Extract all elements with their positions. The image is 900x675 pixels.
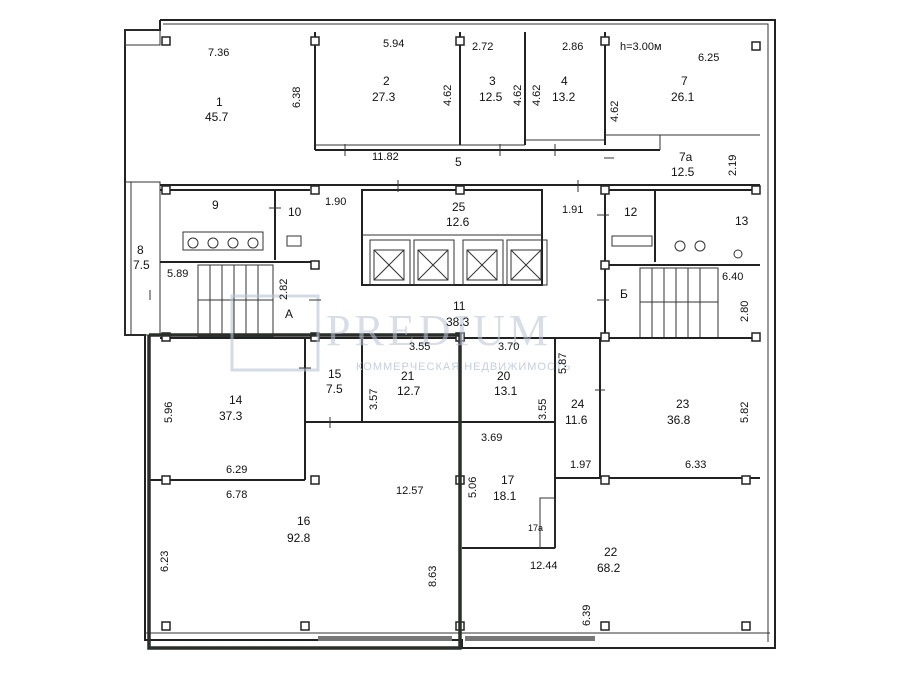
room-22-area: 68.2 bbox=[597, 561, 621, 575]
room-20-number: 20 bbox=[497, 369, 511, 383]
watermark: PREDIUM КОММЕРЧЕСКАЯ НЕДВИЖИМОСТЬ bbox=[230, 294, 571, 373]
room-2-number: 2 bbox=[383, 74, 390, 88]
dim-label: 6.40 bbox=[722, 271, 743, 283]
room-1-number: 1 bbox=[216, 95, 223, 109]
room-17-area: 18.1 bbox=[493, 489, 517, 503]
room-10-number: 10 bbox=[288, 205, 302, 219]
room-9-number: 9 bbox=[212, 198, 219, 212]
dim-label: 11.82 bbox=[372, 151, 399, 163]
dim-label: 1.90 bbox=[325, 196, 346, 208]
stair-a-label: А bbox=[285, 307, 293, 321]
room-23-number: 23 bbox=[676, 397, 690, 411]
dim-label: 4.62 bbox=[609, 101, 621, 122]
room-7a-area: 12.5 bbox=[671, 165, 695, 179]
room-13-number: 13 bbox=[735, 214, 749, 228]
dim-label: 5.06 bbox=[467, 477, 479, 498]
stair-b-label: Б bbox=[620, 287, 628, 301]
watermark-tagline: КОММЕРЧЕСКАЯ НЕДВИЖИМОСТЬ bbox=[356, 361, 571, 373]
room-4-area: 13.2 bbox=[552, 90, 576, 104]
dim-label: 1.91 bbox=[562, 204, 583, 216]
dim-label: 6.23 bbox=[159, 551, 171, 572]
dim-label: 6.25 bbox=[698, 52, 719, 64]
room-7-number: 7 bbox=[681, 74, 688, 88]
room-25-area: 12.6 bbox=[446, 215, 470, 229]
dim-label: 4.62 bbox=[512, 85, 524, 106]
room-8-area: 7.5 bbox=[133, 258, 150, 272]
dim-label: 12.44 bbox=[530, 560, 558, 572]
floor-height-label: h=3.00м bbox=[620, 41, 662, 53]
room-24-area: 11.6 bbox=[565, 413, 588, 427]
dim-label: 3.70 bbox=[498, 341, 519, 353]
dim-label: 3.69 bbox=[481, 432, 502, 444]
dim-label: 2.72 bbox=[472, 41, 493, 53]
room-12-number: 12 bbox=[624, 205, 638, 219]
dim-label: 5.89 bbox=[167, 268, 188, 280]
dim-label: 6.29 bbox=[226, 464, 247, 476]
room-17-number: 17 bbox=[501, 473, 515, 487]
door-marks bbox=[149, 144, 614, 428]
dim-label: 7.36 bbox=[208, 47, 229, 59]
dim-label: 5.82 bbox=[739, 402, 751, 423]
room-14-number: 14 bbox=[229, 393, 243, 407]
dim-label: 5.94 bbox=[383, 38, 404, 50]
room-labels: 1 45.7 2 27.3 3 12.5 4 13.2 5 7 26.1 7а … bbox=[133, 74, 749, 575]
dim-label: 2.19 bbox=[727, 155, 739, 176]
dim-label: 12.57 bbox=[396, 485, 424, 497]
room-17a-number: 17а bbox=[528, 523, 543, 533]
room-3-number: 3 bbox=[489, 74, 496, 88]
outer-walls bbox=[124, 19, 776, 649]
dim-label: 1.97 bbox=[570, 459, 591, 471]
dim-label: 4.62 bbox=[531, 85, 543, 106]
room-16-number: 16 bbox=[297, 514, 311, 528]
dim-label: 2.80 bbox=[739, 301, 751, 322]
room-22-number: 22 bbox=[604, 545, 618, 559]
dim-label: 6.78 bbox=[226, 489, 247, 501]
room-24-number: 24 bbox=[571, 397, 585, 411]
room-2-area: 27.3 bbox=[372, 90, 396, 104]
room-11-area: 38.3 bbox=[446, 315, 470, 329]
watermark-brand: PREDIUM bbox=[326, 306, 552, 355]
room-20-area: 13.1 bbox=[494, 384, 518, 398]
dim-label: 2.82 bbox=[278, 279, 290, 300]
room-1-area: 45.7 bbox=[205, 110, 229, 124]
room-4-number: 4 bbox=[561, 74, 568, 88]
room-21-number: 21 bbox=[401, 369, 415, 383]
dim-label: 6.38 bbox=[291, 87, 303, 108]
sanitary-fixtures bbox=[182, 231, 743, 259]
dimension-labels: 7.36 5.94 2.72 2.86 6.25 6.38 4.62 4.62 … bbox=[159, 38, 751, 626]
dim-label: 8.63 bbox=[427, 566, 439, 587]
room-15-area: 7.5 bbox=[326, 382, 343, 396]
stair-a-treads bbox=[209, 265, 259, 337]
room-7a-number: 7а bbox=[679, 150, 693, 164]
dim-label: 4.62 bbox=[442, 85, 454, 106]
highlighted-unit-outline[interactable] bbox=[147, 333, 462, 650]
stair-b-treads bbox=[651, 268, 701, 338]
dim-label: 6.33 bbox=[685, 459, 706, 471]
room-16-area: 92.8 bbox=[287, 531, 311, 545]
dim-label: 3.57 bbox=[368, 389, 380, 410]
room-25-number: 25 bbox=[452, 200, 466, 214]
room-11-number: 11 bbox=[453, 299, 466, 313]
room-21-area: 12.7 bbox=[397, 384, 421, 398]
room-5-number: 5 bbox=[455, 155, 462, 169]
room-3-area: 12.5 bbox=[479, 90, 503, 104]
room-23-area: 36.8 bbox=[667, 413, 691, 427]
room-7-area: 26.1 bbox=[671, 90, 695, 104]
dim-label: 6.39 bbox=[581, 605, 593, 626]
dim-label: 5.87 bbox=[557, 353, 569, 374]
dim-label: 2.86 bbox=[562, 41, 583, 53]
dim-label: 3.55 bbox=[537, 399, 549, 420]
dim-label: 5.96 bbox=[163, 402, 175, 423]
interior-walls bbox=[145, 32, 770, 641]
room-14-area: 37.3 bbox=[219, 409, 243, 423]
room-8-number: 8 bbox=[137, 243, 144, 257]
room-15-number: 15 bbox=[328, 367, 342, 381]
dim-label: 3.55 bbox=[409, 341, 430, 353]
